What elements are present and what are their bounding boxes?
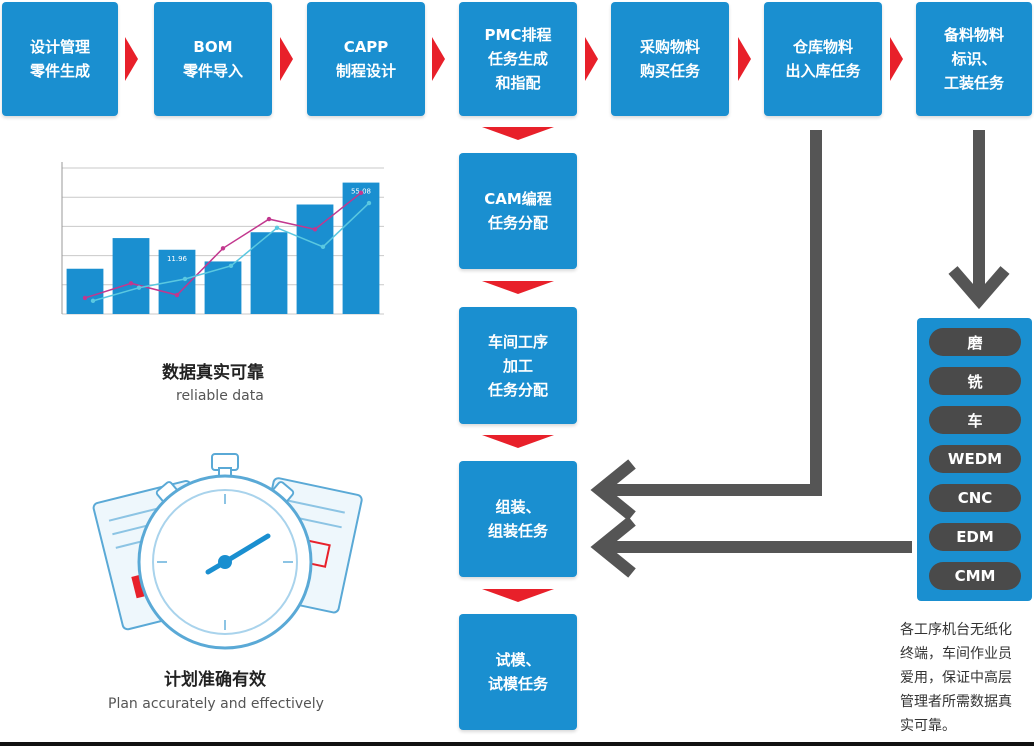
flow-arrow-right	[280, 37, 293, 81]
chart-value-label: 11.96	[167, 255, 188, 263]
chart-point-series-2	[228, 263, 234, 269]
machine-mill: 铣	[929, 367, 1021, 395]
warehouse-to-assembly-arrow	[590, 130, 822, 521]
chart-bar-2	[112, 238, 150, 314]
machine-note: 各工序机台无纸化 终端，车间作业员 爱用，保证中高层 管理者所需数据真 实可靠。	[900, 622, 1012, 734]
chart-point-series-2	[182, 276, 188, 282]
caption-plan-cn: 计划准确有效	[164, 670, 266, 690]
bottom-border	[0, 742, 1034, 746]
chart-point-series-1	[128, 281, 134, 286]
machine-panel: 磨 铣 车 WEDM CNC EDM CMM	[917, 318, 1032, 601]
machine-lathe: 车	[929, 406, 1021, 434]
flow-box-assembly: 组装、 组装任务	[459, 461, 577, 577]
flow-arrow-right	[585, 37, 598, 81]
chart-bar-5	[250, 232, 288, 314]
flow-arrow-right	[125, 37, 138, 81]
machine-cmm: CMM	[929, 562, 1021, 590]
chart-point-series-2	[274, 225, 280, 231]
machine-cnc: CNC	[929, 484, 1021, 512]
chart-point-series-2	[320, 244, 326, 250]
chart-bar-7	[342, 182, 380, 314]
machine-wedm: WEDM	[929, 445, 1021, 473]
flow-box-pmc: PMC排程 任务生成 和指配	[459, 2, 577, 116]
stopwatch-icon	[137, 453, 313, 650]
flow-box-capp: CAPP 制程设计	[307, 2, 425, 116]
flow-arrow-right	[738, 37, 751, 81]
chart-point-series-1	[82, 295, 88, 301]
chart-point-series-1	[174, 292, 180, 298]
flow-arrow-down	[482, 281, 554, 294]
chart-point-series-2	[366, 200, 372, 206]
chart-bar-1	[66, 268, 104, 314]
machines-to-assembly-arrow	[590, 516, 912, 578]
flow-box-design: 设计管理 零件生成	[2, 2, 118, 116]
chart-bar-4	[204, 261, 242, 314]
chart-point-series-1	[312, 227, 318, 232]
flow-box-cam: CAM编程 任务分配	[459, 153, 577, 269]
chart-bar-6	[296, 204, 334, 314]
flow-box-bom: BOM 零件导入	[154, 2, 272, 116]
stopwatch-illustration	[92, 453, 363, 650]
flow-arrow-down	[482, 127, 554, 140]
flow-arrow-right	[432, 37, 445, 81]
flow-box-material: 备料物料 标识、 工装任务	[916, 2, 1032, 116]
flow-box-purchase: 采购物料 购买任务	[611, 2, 729, 116]
caption-data-cn: 数据真实可靠	[162, 363, 264, 383]
material-to-machines-arrow	[948, 130, 1010, 310]
caption-plan-en: Plan accurately and effectively	[108, 696, 324, 712]
machine-edm: EDM	[929, 523, 1021, 551]
caption-data-en: reliable data	[176, 388, 264, 404]
chart-point-series-1	[358, 190, 364, 196]
flow-box-warehouse: 仓库物料 出入库任务	[764, 2, 882, 116]
chart-point-series-2	[90, 298, 96, 304]
machine-grind: 磨	[929, 328, 1021, 356]
flow-box-trial: 试模、 试模任务	[459, 614, 577, 730]
chart-point-series-1	[266, 216, 272, 222]
reliable-data-chart: 11.9655.08	[61, 162, 384, 315]
flow-arrow-right	[890, 37, 903, 81]
chart-point-series-1	[220, 246, 226, 251]
flow-arrow-down	[482, 435, 554, 448]
chart-point-series-2	[136, 285, 142, 290]
flow-arrow-down	[482, 589, 554, 602]
flow-box-workshop: 车间工序 加工 任务分配	[459, 307, 577, 424]
